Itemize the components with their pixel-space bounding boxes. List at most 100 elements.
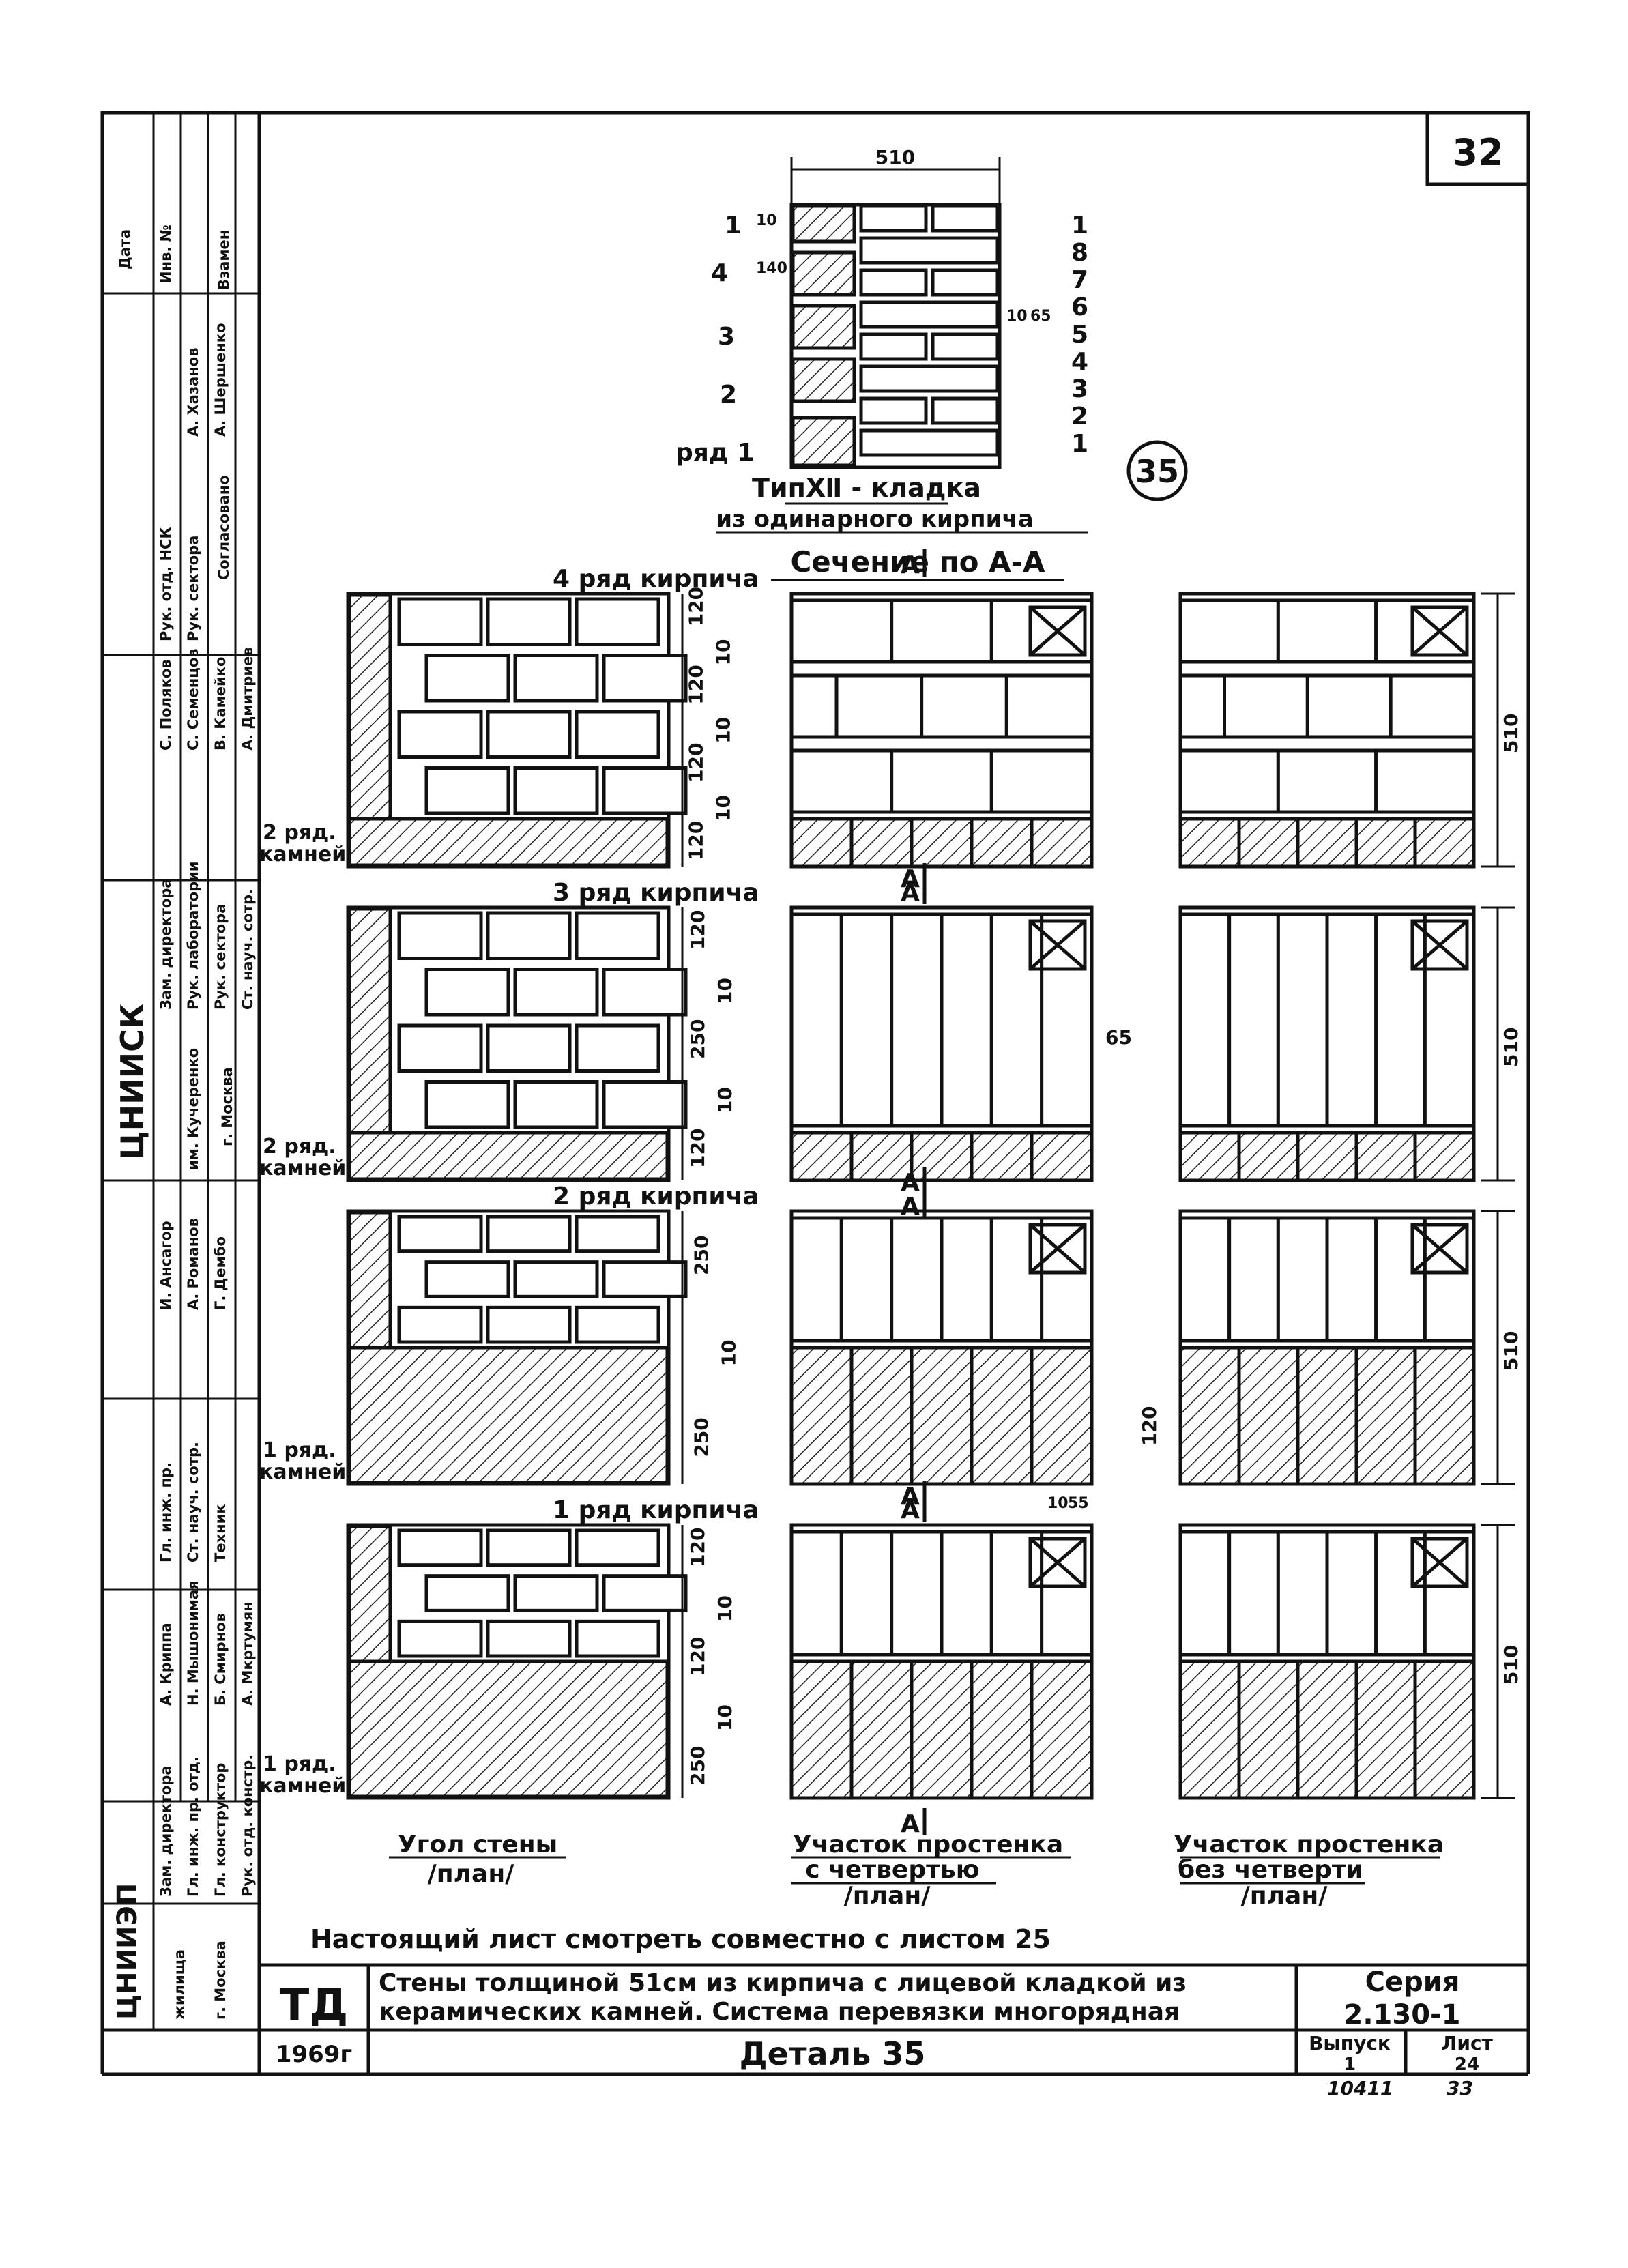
- section-type-line2: из одинарного кирпича: [716, 506, 1033, 533]
- quarter-cross: [1411, 920, 1468, 970]
- overall-dimension: 510: [1500, 1331, 1522, 1371]
- brick: [1178, 673, 1226, 739]
- td-mark: ТД: [280, 1980, 349, 2031]
- ceramic-stone: [849, 817, 914, 869]
- brick: [602, 1260, 688, 1298]
- brick: [397, 597, 483, 646]
- section-small-dim: 10: [1006, 308, 1028, 325]
- section-row-right: 8: [1071, 239, 1088, 267]
- ceramic-stone: [1178, 1131, 1241, 1182]
- plan-view: [789, 592, 1094, 869]
- stone-row-label: камней: [259, 1460, 346, 1484]
- brick: [1276, 1216, 1329, 1343]
- brick: [486, 710, 572, 759]
- dimension-value: 120: [685, 587, 708, 626]
- section-row-right: 1: [1071, 212, 1088, 239]
- sidebar-role: Техник: [212, 1504, 229, 1562]
- sidebar-name: И. Ансагор: [158, 1221, 174, 1310]
- brick: [1040, 1530, 1094, 1657]
- brick: [1389, 673, 1476, 739]
- brick: [424, 1080, 510, 1129]
- brick: [839, 1216, 894, 1343]
- brick: [602, 968, 688, 1017]
- brick: [1178, 912, 1232, 1128]
- stone-row-label: камней: [259, 843, 346, 867]
- quarter-cross: [1411, 606, 1468, 656]
- section-row-right: 4: [1071, 348, 1088, 376]
- plan-view: [1178, 1209, 1476, 1486]
- brick: [989, 1530, 1044, 1657]
- sidebar-name: С. Поляков: [158, 659, 174, 751]
- brick: [989, 748, 1094, 814]
- title-block: ТД 1969г Стены толщиной 51см из кирпича …: [100, 1963, 1530, 2099]
- brick: [486, 1528, 572, 1567]
- extra-dimension: 55: [1068, 1495, 1089, 1512]
- ceramic-stone: [1354, 817, 1417, 869]
- ceramic-stone: [970, 1659, 1034, 1800]
- dimension-value: 250: [690, 1417, 712, 1457]
- brick: [1374, 912, 1427, 1128]
- ceramic-stone: [1237, 1659, 1300, 1800]
- dimension-value: 120: [686, 1637, 709, 1676]
- ceramic-stone: [1413, 1131, 1476, 1182]
- detail-title: Деталь 35: [740, 2035, 926, 2072]
- brick: [931, 332, 1000, 361]
- sidebar-name: Г. Дембо: [212, 1236, 229, 1310]
- brick: [789, 748, 894, 814]
- brick: [486, 597, 572, 646]
- ceramic-stone: [789, 1131, 854, 1182]
- section-small-dim: 65: [1030, 308, 1051, 325]
- brick: [940, 1530, 993, 1657]
- section-row-right: 5: [1071, 321, 1088, 349]
- brick: [486, 1215, 572, 1253]
- ceramic-stone: [1030, 1659, 1094, 1800]
- cut-mark-bottom: А: [901, 1810, 920, 1838]
- brick: [424, 1260, 510, 1298]
- ceramic-stone: [1413, 1346, 1476, 1486]
- brick: [397, 710, 483, 759]
- ceramic-stone: [910, 1346, 974, 1486]
- issue-label: Выпуск: [1309, 2032, 1391, 2054]
- quarter-cross: [1411, 1223, 1468, 1274]
- section-width-dim: 510: [875, 146, 915, 169]
- brick: [1227, 912, 1280, 1128]
- sidebar-role: Зам. директора: [158, 1765, 174, 1897]
- ceramic-stone: [1030, 817, 1094, 869]
- brick: [486, 1305, 572, 1344]
- org-sub: жилища: [171, 1949, 188, 2020]
- extra-dimension: 120: [1138, 1406, 1161, 1446]
- dimension-value: 10: [712, 717, 735, 744]
- section-row-right: 2: [1071, 403, 1088, 431]
- cut-mark-top: А: [901, 1169, 920, 1197]
- brick: [859, 300, 1000, 329]
- series-number: 2.130-1: [1344, 1999, 1461, 2031]
- quarter-box: [1028, 1537, 1087, 1588]
- captions: Угол стены /план/ Участок простенка с че…: [310, 1831, 1444, 1954]
- corner-plan: [346, 592, 688, 869]
- brick: [940, 1216, 993, 1343]
- sidebar-inv-label: Инв. №: [158, 224, 174, 283]
- ceramic-stone: [910, 1659, 974, 1800]
- section-row-left: 1: [725, 212, 742, 239]
- quarter-cross: [1029, 1223, 1086, 1274]
- brick: [602, 766, 688, 815]
- quarter-box: [1028, 605, 1087, 657]
- brick: [859, 236, 1000, 265]
- title-line1: Стены толщиной 51см из кирпича с лицевой…: [379, 1969, 1187, 1997]
- ceramic-stone: [1296, 1131, 1358, 1182]
- section-row-right: 7: [1071, 266, 1088, 294]
- sidebar-institute: ЦНИИСК: [114, 1003, 151, 1160]
- sidebar-role: Гл. инж. пр.: [158, 1462, 174, 1562]
- ceramic-stone: [1237, 1346, 1300, 1486]
- brick: [575, 597, 660, 646]
- sidebar-name: Н. Мышонимая: [185, 1580, 201, 1706]
- sidebar-role: Рук. отд. НСК: [158, 527, 174, 641]
- brick: [397, 1619, 483, 1658]
- sidebar-role: Зам. директора: [158, 878, 174, 1010]
- brick: [839, 912, 894, 1128]
